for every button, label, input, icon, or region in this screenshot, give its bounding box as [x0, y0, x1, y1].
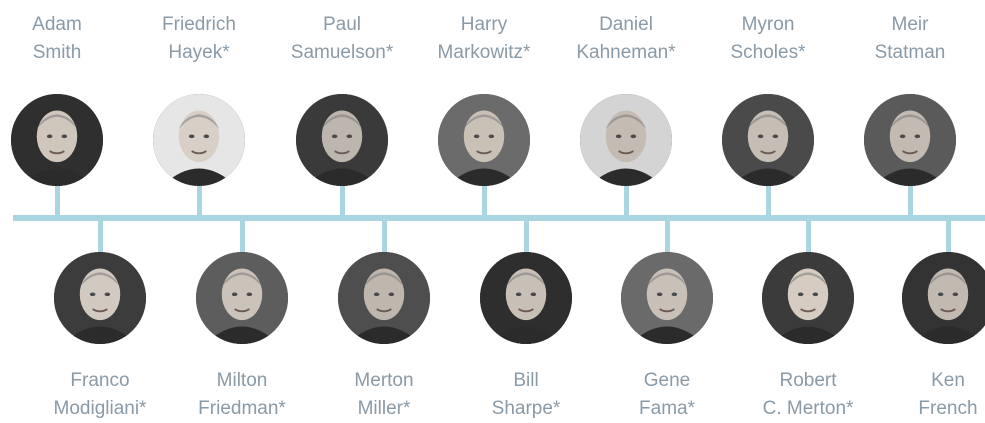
- last-name: Scholes*: [730, 42, 806, 63]
- last-name: Markowitz*: [437, 42, 531, 63]
- timeline-tick-franco-modigliani: [98, 219, 103, 253]
- first-name: Robert: [779, 370, 837, 391]
- last-name: Sharpe*: [491, 398, 561, 419]
- portrait-icon: [54, 252, 146, 344]
- timeline-tick-gene-fama: [665, 219, 670, 253]
- last-name: Modigliani*: [53, 398, 147, 419]
- portrait-icon: [621, 252, 713, 344]
- first-name: Friedrich: [162, 14, 236, 35]
- first-name: Merton: [354, 370, 414, 391]
- timeline-tick-milton-friedman: [240, 219, 245, 253]
- portrait-icon: [296, 94, 388, 186]
- first-name: Harry: [460, 14, 508, 35]
- timeline-line: [13, 215, 985, 221]
- last-name: Fama*: [639, 398, 695, 419]
- timeline-tick-meir-statman: [908, 185, 913, 217]
- timeline-tick-daniel-kahneman: [624, 185, 629, 217]
- timeline-tick-adam-smith: [55, 185, 60, 217]
- portrait-icon: [722, 94, 814, 186]
- last-name: Miller*: [357, 398, 411, 419]
- timeline-tick-friedrich-hayek: [197, 185, 202, 217]
- portrait-icon: [338, 252, 430, 344]
- first-name: Paul: [322, 14, 362, 35]
- portrait-icon: [762, 252, 854, 344]
- last-name: Friedman*: [198, 398, 286, 419]
- portrait-icon: [902, 252, 985, 344]
- portrait-icon: [11, 94, 103, 186]
- first-name: Gene: [643, 370, 691, 391]
- timeline-tick-harry-markowitz: [482, 185, 487, 217]
- first-name: Ken: [931, 370, 965, 391]
- timeline-tick-bill-sharpe: [524, 219, 529, 253]
- first-name: Milton: [216, 370, 268, 391]
- portrait-icon: [864, 94, 956, 186]
- last-name: Statman: [874, 42, 946, 63]
- first-name: Franco: [70, 370, 130, 391]
- first-name: Bill: [513, 370, 539, 391]
- portrait-icon: [153, 94, 245, 186]
- timeline-tick-paul-samuelson: [340, 185, 345, 217]
- last-name: Kahneman*: [576, 42, 676, 63]
- first-name: Adam: [32, 14, 82, 35]
- last-name: French: [918, 398, 978, 419]
- timeline-tick-merton-miller: [382, 219, 387, 253]
- last-name: Samuelson*: [290, 42, 394, 63]
- last-name: Hayek*: [168, 42, 230, 63]
- last-name: Smith: [32, 42, 82, 63]
- first-name: Daniel: [599, 14, 653, 35]
- person-name-robert-c-merton: Robert C. Merton*: [733, 367, 883, 423]
- timeline-tick-myron-scholes: [766, 185, 771, 217]
- first-name: Meir: [891, 14, 929, 35]
- portrait-icon: [480, 252, 572, 344]
- last-name: C. Merton*: [762, 398, 854, 419]
- first-name: Myron: [741, 14, 795, 35]
- portrait-icon: [438, 94, 530, 186]
- timeline-tick-robert-c-merton: [806, 219, 811, 253]
- portrait-icon: [196, 252, 288, 344]
- timeline-tick-ken-french: [946, 219, 951, 253]
- portrait-icon: [580, 94, 672, 186]
